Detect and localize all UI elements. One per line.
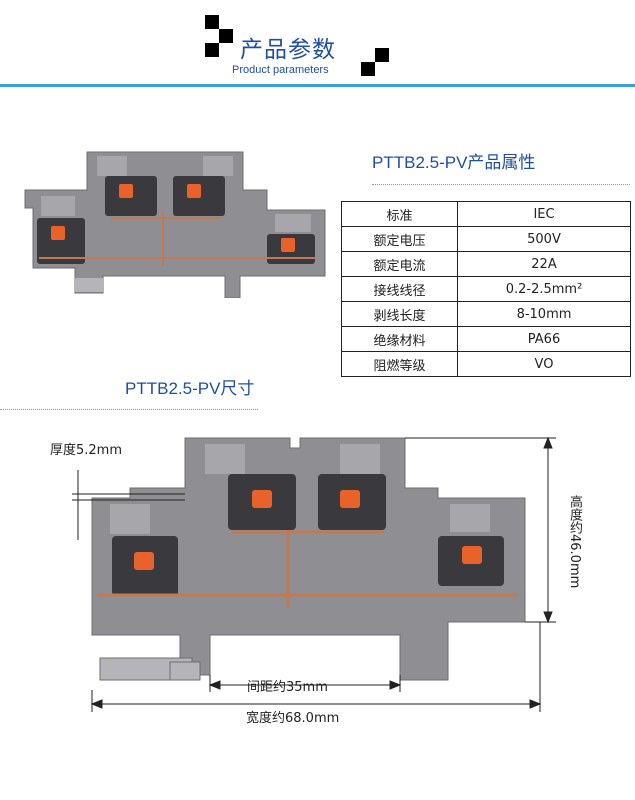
spec-value: 0.2-2.5mm² xyxy=(457,276,631,302)
terminal-block-image-large xyxy=(72,436,556,712)
spec-value: 500V xyxy=(457,226,631,252)
spec-key: 阻燃等级 xyxy=(341,351,458,377)
spec-value: PA66 xyxy=(457,326,631,352)
spec-key: 额定电压 xyxy=(341,226,458,252)
spec-key: 剥线长度 xyxy=(341,301,458,327)
spec-value: VO xyxy=(457,351,631,377)
properties-divider xyxy=(372,184,630,185)
header-square-icon xyxy=(219,29,233,43)
header-divider xyxy=(0,84,635,87)
spec-value: 22A xyxy=(457,251,631,277)
width-label: 宽度约68.0mm xyxy=(246,711,340,726)
spec-key: 绝缘材料 xyxy=(341,326,458,352)
header-square-icon xyxy=(205,15,219,29)
spacing-label: 间距约35mm xyxy=(247,680,328,695)
terminal-block-image-small xyxy=(24,151,326,298)
spec-value: 8-10mm xyxy=(457,301,631,327)
properties-title: PTTB2.5-PV产品属性 xyxy=(372,153,536,172)
thickness-label: 厚度5.2mm xyxy=(50,443,123,458)
header-square-icon xyxy=(361,62,375,76)
page-subtitle: Product parameters xyxy=(232,64,329,76)
spec-value: IEC xyxy=(457,201,631,227)
dimensions-divider xyxy=(0,409,258,410)
spec-key: 标准 xyxy=(341,201,458,227)
page-title: 产品参数 xyxy=(240,37,336,63)
header-square-icon xyxy=(375,48,389,62)
spec-key: 额定电流 xyxy=(341,251,458,277)
spec-key: 接线线径 xyxy=(341,276,458,302)
height-label: 高度约46.0mm xyxy=(567,495,582,589)
dimensions-title: PTTB2.5-PV尺寸 xyxy=(125,379,255,398)
header-square-icon xyxy=(205,43,219,57)
